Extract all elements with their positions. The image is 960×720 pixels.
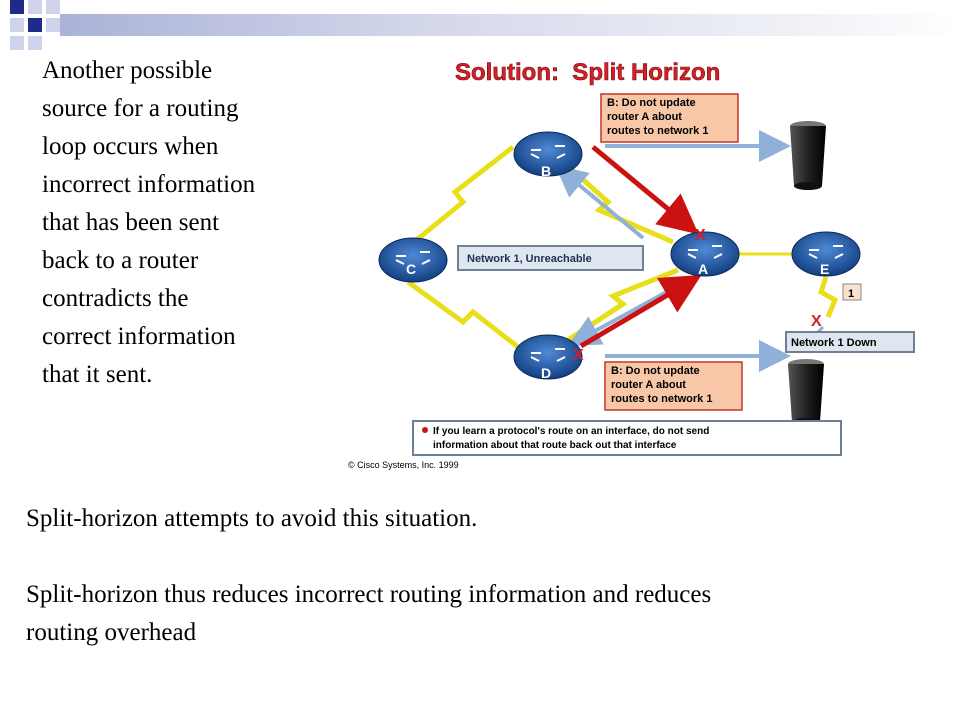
intro-line: back to a router [42, 247, 199, 274]
router-e: E [791, 231, 861, 277]
router-e-label: E [820, 261, 829, 277]
callout-bottom-line: routes to network 1 [611, 393, 712, 405]
callout-top-line: B: Do not update [607, 97, 696, 109]
router-a: A [670, 231, 740, 277]
link-c-b [406, 145, 515, 249]
intro-line: correct information [42, 323, 236, 350]
corner-squares-decoration [0, 0, 60, 50]
router-d: D [513, 334, 583, 381]
bullet-note-line: If you learn a protocol's route on an in… [433, 426, 709, 437]
title-gradient-bar [60, 14, 960, 36]
router-d-label: D [541, 365, 551, 381]
link-number-box [842, 283, 862, 301]
blue-arrow-b-to-c [554, 164, 645, 240]
intro-line: incorrect information [42, 171, 256, 198]
intro-paragraph: Another possible source for a routing lo… [42, 52, 332, 394]
copyright-text: © Cisco Systems, Inc. 1999 [348, 460, 459, 470]
x-mark-router-d: X [573, 347, 584, 364]
bullet-dot-icon [422, 427, 428, 433]
router-b: B [513, 131, 583, 179]
router-a-label: A [698, 261, 708, 277]
router-c-label: C [406, 261, 416, 277]
intro-line: that it sent. [42, 361, 153, 388]
unreachable-box [457, 245, 644, 271]
callout-bottom-line: B: Do not update [611, 365, 700, 377]
callout-bottom [604, 361, 743, 411]
x-mark-link-e: X [811, 313, 822, 330]
intro-line: contradicts the [42, 285, 189, 312]
x-mark-router-a: X [695, 227, 706, 244]
bullet-note-box [412, 420, 842, 456]
body-line-3: routing overhead [26, 619, 197, 646]
intro-line: Another possible [42, 57, 213, 84]
link-e-network-1 [817, 276, 839, 318]
body-line-1: Split-horizon attempts to avoid this sit… [26, 505, 478, 532]
bullet-note-line: information about that route back out th… [433, 440, 677, 451]
router-b-label: B [541, 163, 551, 179]
intro-line: source for a routing [42, 95, 239, 122]
body-line-2: Split-horizon thus reduces incorrect rou… [26, 581, 712, 608]
diagram-title: Solution: Split Horizon [455, 59, 720, 86]
unreachable-label: Network 1, Unreachable [467, 253, 592, 265]
router-c: C [378, 237, 448, 283]
red-arrow-b-to-a [591, 145, 699, 235]
link-c-d [406, 279, 520, 349]
red-arrow-d-to-a [579, 274, 702, 349]
link-d-a [563, 267, 679, 345]
trash-bin-top-icon [790, 121, 826, 190]
network-down-box [785, 331, 915, 353]
intro-line: loop occurs when [42, 133, 219, 160]
callout-top [600, 93, 739, 143]
callout-top-line: router A about [607, 111, 682, 123]
callout-top-line: routes to network 1 [607, 125, 708, 137]
link-number: 1 [848, 288, 854, 300]
network-down-label: Network 1 Down [791, 337, 877, 349]
intro-line: that has been sent [42, 209, 220, 236]
trash-bin-bottom-icon [788, 359, 824, 426]
split-horizon-diagram: Solution: Split Horizon B C A [348, 59, 915, 470]
callout-bottom-line: router A about [611, 379, 686, 391]
